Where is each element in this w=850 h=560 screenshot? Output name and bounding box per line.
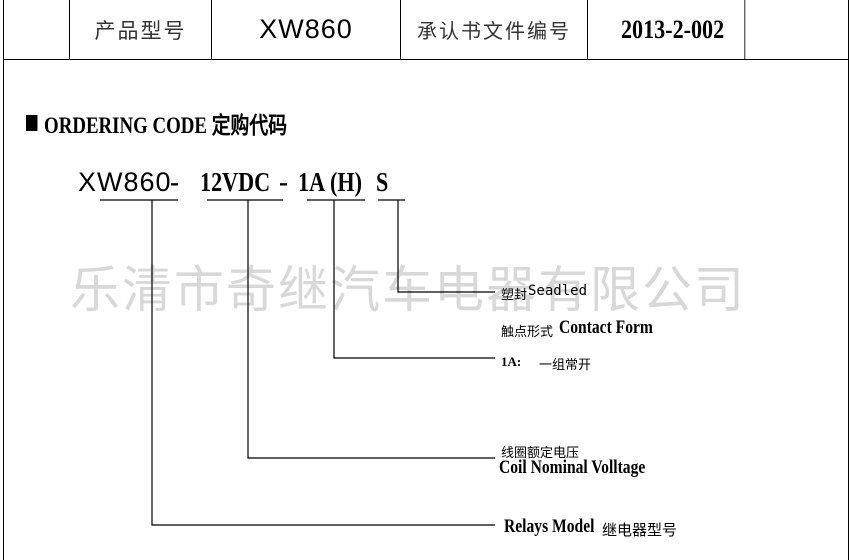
connector-lines xyxy=(100,199,495,526)
code-variant: (H) xyxy=(330,167,362,197)
contact-form-label-cn: 触点形式 xyxy=(501,325,554,340)
leader-contact xyxy=(333,200,495,359)
section-title-text: ORDERING CODE 定购代码 xyxy=(44,113,288,138)
seal-label-cn: 塑封 xyxy=(501,288,528,303)
header-cell-blank-left xyxy=(4,0,70,59)
code-voltage: 12VDC xyxy=(200,167,271,197)
coil-voltage-label-cn: 线圈额定电压 xyxy=(501,446,580,461)
contact-code: 1A: xyxy=(501,354,522,369)
spec-doc-label: 承认书文件编号 xyxy=(401,0,588,59)
relay-model-label-en: Relays Model xyxy=(504,516,595,537)
code-dash-2: - xyxy=(279,167,288,197)
product-model-value: XW860 xyxy=(212,0,401,59)
spec-doc-value: 2013-2-002 xyxy=(601,0,746,59)
code-model: XW860 xyxy=(78,167,172,197)
document-frame: 产品型号 XW860 承认书文件编号 2013-2-002 xyxy=(3,0,849,560)
code-dash-1: - xyxy=(170,167,179,197)
header-table: 产品型号 XW860 承认书文件编号 2013-2-002 xyxy=(4,0,848,60)
code-seal: S xyxy=(376,167,389,197)
contact-form-label-en: Contact Form xyxy=(559,317,653,338)
seal-label-en: Seadled xyxy=(528,283,588,299)
product-model-label: 产品型号 xyxy=(70,0,212,59)
leader-model xyxy=(151,200,495,526)
square-bullet-icon xyxy=(26,115,38,131)
section-title: ORDERING CODE 定购代码 xyxy=(26,108,287,138)
contact-description: 一组常开 xyxy=(539,358,592,373)
coil-voltage-label-en: Coil Nominal Volltage xyxy=(499,457,646,478)
leader-seal xyxy=(397,200,495,293)
code-contact: 1A xyxy=(298,167,326,197)
relay-model-label-cn: 继电器型号 xyxy=(602,521,678,539)
company-watermark: 乐清市奇继汽车电器有限公司 xyxy=(70,261,746,319)
leader-voltage xyxy=(247,200,495,459)
